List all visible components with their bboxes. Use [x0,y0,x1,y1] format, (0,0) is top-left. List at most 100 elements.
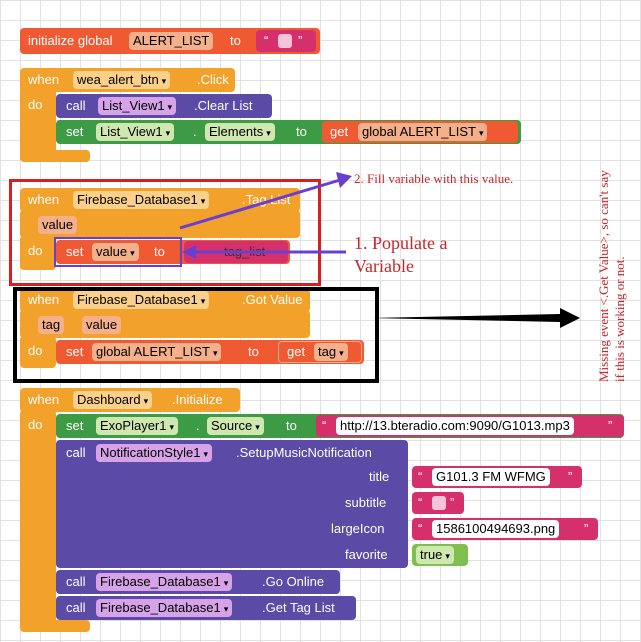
call-label: call [66,445,86,460]
quote-close: ” [450,495,455,510]
dropdown-arrow-icon: ▾ [165,128,171,138]
dropdown-arrow-icon: ▾ [161,76,167,86]
variable-dropdown[interactable]: tag▾ [314,343,348,361]
dropdown-arrow-icon: ▾ [266,128,271,138]
get-global-block[interactable]: get global ALERT_LIST▾ [322,121,518,143]
annotation-fill-variable: 2. Fill variable with this value. [354,171,514,186]
when-label: when [28,392,60,407]
variable-dropdown[interactable]: global ALERT_LIST▾ [358,123,488,141]
get-label: get [287,344,306,359]
largeicon-text-field[interactable]: 1586100494693.png [432,520,560,538]
list-view-name: List_View1 [102,98,165,113]
event-name: .Click [197,72,229,87]
get-tag-block[interactable]: get tag▾ [278,341,362,363]
event-params-row: tag value [20,310,310,338]
event-block-left-bar: do [20,336,56,368]
do-label: do [28,417,43,432]
largeicon-text-block[interactable]: “ 1586100494693.png ” [412,518,598,540]
variable-name: tag [318,344,337,359]
firebase-dropdown[interactable]: Firebase_Database1▾ [96,599,233,617]
component-dropdown[interactable]: Firebase_Database1▾ [73,291,210,309]
list-view-name: List_View1 [100,124,163,139]
quote-open: “ [264,33,269,48]
event-block-bottom [20,620,90,632]
player-dropdown[interactable]: ExoPlayer1▾ [96,417,179,435]
dropdown-arrow-icon: ▾ [203,449,208,459]
set-label: set [66,344,84,359]
title-text-block[interactable]: “ G101.3 FM WFMG ” [412,466,582,488]
annotation-side-note-line2: if this is working or not. [612,256,627,382]
boolean-dropdown[interactable]: true▾ [416,546,454,564]
call-list-view-clear-block[interactable]: call List_View1▾ .Clear List [56,94,272,118]
source-text-block[interactable]: “ http://13.bteradio.com:9090/G1013.mp3 … [316,415,624,437]
quote-close: ” [584,521,589,536]
property-dropdown[interactable]: Source▾ [207,417,264,435]
param-label-favorite: favorite [345,547,388,562]
quote-close: ” [568,469,573,484]
title-text-field[interactable]: G101.3 FM WFMG [432,468,550,486]
notification-dropdown[interactable]: NotificationStyle1▾ [96,444,212,462]
dot-label: . [196,418,200,433]
notification-name: NotificationStyle1 [100,445,201,460]
global-variable-name-field[interactable]: ALERT_LIST [129,32,214,50]
firebase-dropdown[interactable]: Firebase_Database1▾ [96,573,233,591]
initialize-global-block[interactable]: initialize global ALERT_LIST to “ ” [20,28,320,54]
source-text-field[interactable]: http://13.bteradio.com:9090/G1013.mp3 [336,417,574,435]
subtitle-text-block[interactable]: “ ” [412,492,464,514]
component-dropdown[interactable]: wea_alert_btn▾ [73,71,171,89]
annotation-side-note-line1: Missing event <.Get Value>, so can't say [596,170,611,382]
event-block-dashboard-initialize[interactable]: when Dashboard▾ .Initialize [20,388,240,412]
call-setup-music-notification-block[interactable]: call NotificationStyle1▾ .SetupMusicNoti… [56,440,408,568]
dropdown-arrow-icon: ▾ [339,348,344,358]
quote-open: “ [322,418,327,433]
set-global-alert-list-block[interactable]: set global ALERT_LIST▾ to get tag▾ [56,340,364,364]
call-label: call [66,600,86,615]
variable-name: value [96,244,128,259]
event-block-wea-alert-btn-click[interactable]: when wea_alert_btn▾ .Click [20,68,235,92]
event-params-row: value [20,210,300,238]
component-name: wea_alert_btn [77,72,159,87]
empty-text-block[interactable]: “ ” [256,30,316,52]
dropdown-arrow-icon: ▾ [167,102,173,112]
set-label: set [66,244,84,259]
param-name: value [86,317,118,332]
variable-dropdown[interactable]: global ALERT_LIST▾ [92,343,222,361]
param-value[interactable]: value [38,216,78,234]
variable-dropdown[interactable]: value▾ [92,243,139,261]
method-name: .Get Tag List [262,600,335,615]
set-exoplayer-source-block[interactable]: set ExoPlayer1▾ . Source▾ to “ http://13… [56,414,624,438]
list-view-dropdown[interactable]: List_View1▾ [96,123,175,141]
firebase-name: Firebase_Database1 [100,600,221,615]
component-dropdown[interactable]: Dashboard▾ [73,391,153,409]
list-view-dropdown[interactable]: List_View1▾ [98,97,177,115]
param-label-subtitle: subtitle [345,495,387,510]
component-name: Firebase_Database1 [77,292,198,307]
arrow-missing-event [372,308,580,328]
empty-text-field[interactable] [278,34,292,48]
event-block-got-value[interactable]: when Firebase_Database1▾ .Got Value [20,288,310,312]
dropdown-arrow-icon: ▾ [200,296,206,306]
call-firebase-get-tag-list-block[interactable]: call Firebase_Database1▾ .Get Tag List [56,596,356,620]
component-name: Dashboard [77,392,141,407]
event-block-left-bar: do [20,410,56,628]
component-dropdown[interactable]: Firebase_Database1▾ [73,191,210,209]
call-firebase-go-online-block[interactable]: call Firebase_Database1▾ .Go Online [56,570,340,594]
black-highlight-frame [13,287,379,383]
dot-label: . [193,124,197,139]
dropdown-arrow-icon: ▾ [223,578,229,588]
set-list-view-elements-block[interactable]: set List_View1▾ . Elements▾ to get globa… [56,120,521,144]
param-tag[interactable]: tag [38,316,65,334]
event-block-left-bar: do [20,236,56,270]
favorite-boolean-block[interactable]: true▾ [412,544,468,566]
property-dropdown[interactable]: Elements▾ [205,123,275,141]
to-label: to [286,418,297,433]
param-name: value [42,217,74,232]
method-name: .Clear List [194,98,253,113]
dropdown-arrow-icon: ▾ [223,604,229,614]
to-label: to [230,33,241,48]
when-label: when [28,72,60,87]
param-value[interactable]: value [82,316,122,334]
dropdown-arrow-icon: ▾ [130,248,135,258]
subtitle-empty-field[interactable] [432,496,446,510]
param-label-title: title [369,469,390,484]
